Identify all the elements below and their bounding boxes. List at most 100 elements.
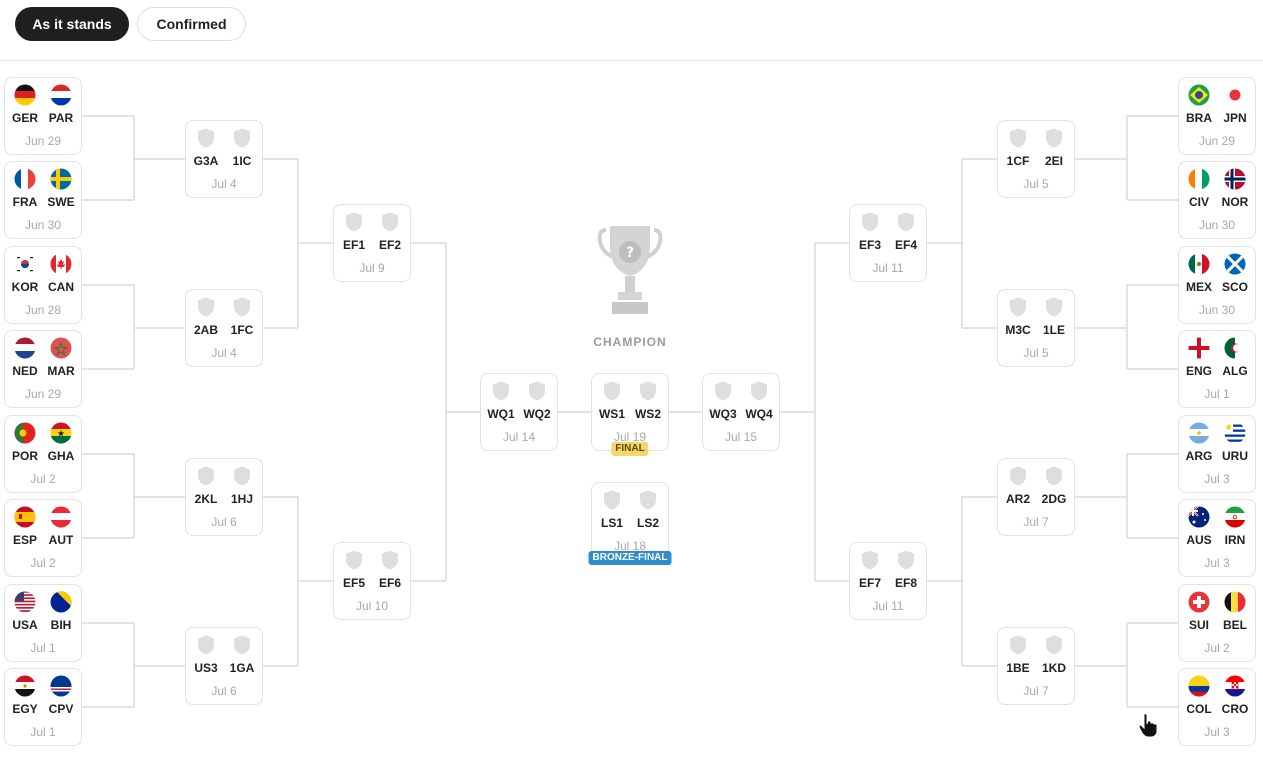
champion-label: CHAMPION — [593, 335, 667, 349]
shield-icon — [705, 380, 741, 402]
match-card-r16-r3[interactable]: AR2 2DG Jul 7 — [997, 458, 1075, 536]
team-code: BEL — [1223, 618, 1247, 632]
team-code: EF6 — [378, 576, 401, 590]
match-card-r32-l7[interactable]: USA BIH Jul 1 — [4, 584, 82, 662]
match-card-r32-l8[interactable]: EGY CPV Jul 1 — [4, 668, 82, 746]
team-code: EF5 — [342, 576, 365, 590]
team-code: MAR — [47, 364, 75, 378]
team-slot: BRA — [1181, 84, 1217, 125]
team-code: ESP — [12, 533, 37, 547]
match-card-r16-l3[interactable]: 2KL 1HJ Jul 6 — [185, 458, 263, 536]
team-code: SCO — [1221, 280, 1248, 294]
shield-icon — [188, 465, 224, 487]
match-card-r32-r2[interactable]: CIV NOR Jun 30 — [1178, 161, 1256, 239]
team-slot: COL — [1181, 675, 1217, 716]
match-card-r16-r1[interactable]: 1CF 2EI Jul 5 — [997, 120, 1075, 198]
flag-pt-icon — [7, 422, 43, 444]
shield-icon — [1036, 296, 1072, 318]
shield-icon — [1000, 127, 1036, 149]
match-card-r16-r4[interactable]: 1BE 1KD Jul 7 — [997, 627, 1075, 705]
team-code: US3 — [194, 661, 218, 675]
match-card-r16-l4[interactable]: US3 1GA Jul 6 — [185, 627, 263, 705]
team-slot: 2KL — [188, 465, 224, 506]
team-code: ARG — [1185, 449, 1213, 463]
team-code: CIV — [1188, 195, 1209, 209]
team-slot: CIV — [1181, 168, 1217, 209]
shield-icon — [224, 127, 260, 149]
flag-au-icon — [1181, 506, 1217, 528]
team-code: ALG — [1222, 364, 1248, 378]
match-card-r32-l2[interactable]: FRA SWE Jun 30 — [4, 161, 82, 239]
match-card-qf-l2[interactable]: EF5 EF6 Jul 10 — [333, 542, 411, 620]
team-code: SUI — [1188, 618, 1209, 632]
team-slot: WQ1 — [483, 380, 519, 421]
match-date: Jul 19 — [613, 430, 647, 444]
team-code: NED — [12, 364, 38, 378]
match-date: Jul 5 — [1023, 346, 1049, 360]
match-card-r16-l2[interactable]: 2AB 1FC Jul 4 — [185, 289, 263, 367]
team-slot: KOR — [7, 253, 43, 294]
team-code: EF1 — [342, 238, 365, 252]
team-slot: EF4 — [888, 211, 924, 252]
flag-no-icon — [1217, 168, 1253, 190]
team-code: USA — [12, 618, 38, 632]
shield-icon — [224, 634, 260, 656]
match-date: Jul 6 — [211, 684, 237, 698]
team-code: NOR — [1221, 195, 1249, 209]
team-slot: BIH — [43, 591, 79, 632]
final-badge: FINAL — [611, 442, 649, 456]
match-date: Jul 15 — [724, 430, 758, 444]
match-card-r32-r5[interactable]: ARG URU Jul 3 — [1178, 415, 1256, 493]
match-card-r32-r3[interactable]: MEX SCO Jun 30 — [1178, 246, 1256, 324]
team-slot: 1FC — [224, 296, 260, 337]
team-slot: NOR — [1217, 168, 1253, 209]
team-code: WQ4 — [745, 407, 773, 421]
shield-icon — [630, 489, 666, 511]
tab-confirmed[interactable]: Confirmed — [137, 7, 246, 41]
team-slot: 1KD — [1036, 634, 1072, 675]
match-card-r32-r8[interactable]: COL CRO Jul 3 — [1178, 668, 1256, 746]
team-code: WS1 — [598, 407, 625, 421]
shield-icon — [1000, 296, 1036, 318]
match-date: Jul 4 — [211, 346, 237, 360]
match-card-r32-l6[interactable]: ESP AUT Jul 2 — [4, 499, 82, 577]
match-card-qf-r1[interactable]: EF3 EF4 Jul 11 — [849, 204, 927, 282]
team-slot: ALG — [1217, 337, 1253, 378]
match-date: Jun 30 — [24, 218, 62, 232]
team-slot: AR2 — [1000, 465, 1036, 506]
match-card-r32-l5[interactable]: POR GHA Jul 2 — [4, 415, 82, 493]
match-date: Jul 11 — [872, 261, 904, 275]
match-card-r32-r6[interactable]: AUS IRN Jul 3 — [1178, 499, 1256, 577]
flag-py-icon — [43, 84, 79, 106]
flag-ma-icon — [43, 337, 79, 359]
match-card-r32-r1[interactable]: BRA JPN Jun 29 — [1178, 77, 1256, 155]
match-card-r32-l1[interactable]: GER PAR Jun 29 — [4, 77, 82, 155]
match-date: Jul 7 — [1023, 515, 1049, 529]
match-card-sf-l[interactable]: WQ1 WQ2 Jul 14 — [480, 373, 558, 451]
match-card-r32-r7[interactable]: SUI BEL Jul 2 — [1178, 584, 1256, 662]
team-code: 2EI — [1044, 154, 1063, 168]
match-card-r16-l1[interactable]: G3A 1IC Jul 4 — [185, 120, 263, 198]
shield-icon — [372, 211, 408, 233]
match-card-qf-r2[interactable]: EF7 EF8 Jul 11 — [849, 542, 927, 620]
match-card-r32-l3[interactable]: KOR CAN Jun 28 — [4, 246, 82, 324]
shield-icon — [372, 549, 408, 571]
team-code: BRA — [1186, 111, 1212, 125]
team-slot: EGY — [7, 675, 43, 716]
match-date: Jul 1 — [30, 725, 56, 739]
match-card-r32-r4[interactable]: ENG ALG Jul 1 — [1178, 330, 1256, 408]
match-card-sf-r[interactable]: WQ3 WQ4 Jul 15 — [702, 373, 780, 451]
team-code: WQ3 — [709, 407, 737, 421]
team-slot: MEX — [1181, 253, 1217, 294]
shield-icon — [224, 296, 260, 318]
tab-as-it-stands[interactable]: As it stands — [15, 7, 129, 41]
match-card-qf-l1[interactable]: EF1 EF2 Jul 9 — [333, 204, 411, 282]
match-card-r16-r2[interactable]: M3C 1LE Jul 5 — [997, 289, 1075, 367]
flag-ci-icon — [1181, 168, 1217, 190]
connector-line — [411, 242, 480, 582]
match-card-r32-l4[interactable]: NED MAR Jun 29 — [4, 330, 82, 408]
flag-ir-icon — [1217, 506, 1253, 528]
shield-icon — [852, 211, 888, 233]
